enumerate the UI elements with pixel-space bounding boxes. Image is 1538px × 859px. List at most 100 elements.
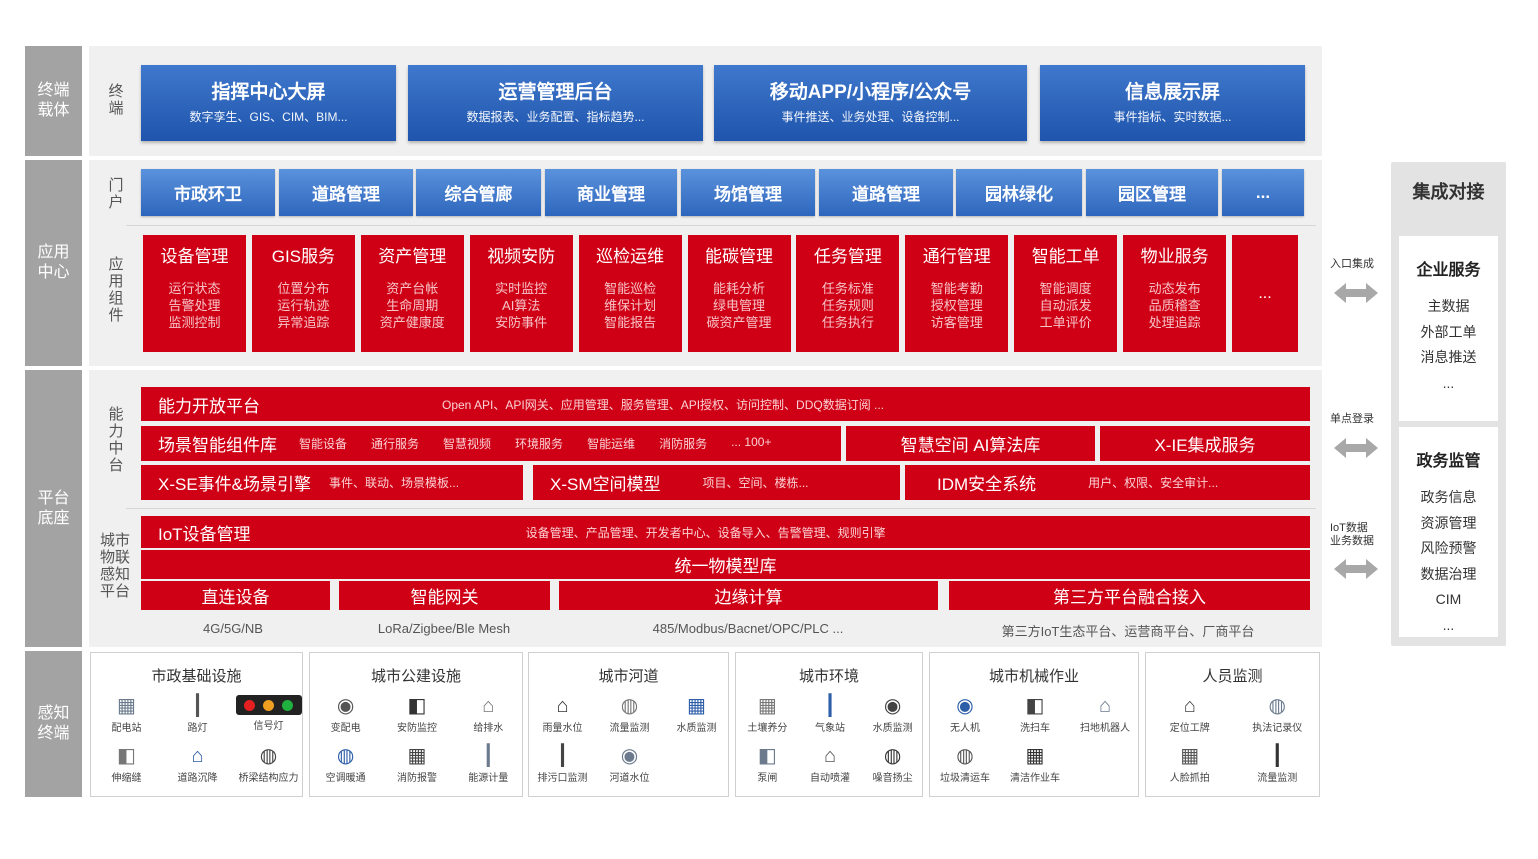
component-items: 能耗分析绿电管理碳资产管理 [688, 280, 791, 331]
component-card[interactable]: 资产管理资产台帐生命周期资产健康度 [360, 235, 464, 352]
sensing-device: ◉变配电 [310, 695, 381, 734]
sensing-device: ⌂给排水 [453, 695, 524, 734]
iot-mgmt-title: IoT设备管理 [158, 524, 251, 544]
terminal-subtitle: 事件推送、业务处理、设备控制... [781, 110, 960, 124]
protocol-label: LoRa/Zigbee/Ble Mesh [377, 621, 511, 636]
sensing-device-label: 扫地机器人 [1080, 723, 1130, 734]
portal-sub-label: 门 户 [108, 177, 124, 211]
device-icon: ▦ [687, 695, 706, 717]
device-icon: ◍ [336, 745, 355, 767]
gov-supervision-item: 数据治理 [1420, 565, 1477, 582]
terminal-subtitle: 事件指标、实时数据... [1113, 110, 1232, 124]
gov-supervision-item: 资源管理 [1420, 514, 1477, 531]
open-platform-bar: 能力开放平台 Open API、API网关、应用管理、服务管理、API授权、访问… [141, 387, 1310, 421]
sensing-device: ◍桥梁结构应力 [233, 745, 304, 784]
component-item: ... [1258, 285, 1272, 302]
component-item: 访客管理 [930, 315, 983, 330]
device-icon: ▦ [757, 695, 777, 717]
portal-tab[interactable]: 园区管理 [1086, 169, 1218, 216]
sensing-device-label: 变配电 [330, 723, 361, 734]
sensing-device-label: 空调暖通 [325, 773, 366, 784]
sensing-device: ◍噪音扬尘 [861, 745, 924, 784]
portal-tab[interactable]: 道路管理 [819, 169, 953, 216]
sensing-device-label: 垃圾清运车 [940, 773, 990, 784]
thing-model-title: 统一物模型库 [674, 557, 777, 576]
portal-tab[interactable]: 综合管廊 [416, 169, 541, 216]
sensing-device: ⌂道路沉降 [162, 745, 233, 784]
iot-mgmt-desc: 设备管理、产品管理、开发者中心、设备导入、告警管理、规则引擎 [525, 525, 886, 540]
access-method-bar: 第三方平台融合接入 [949, 581, 1310, 610]
enterprise-service-item: 主数据 [1427, 298, 1470, 314]
sensing-device: 信号灯 [233, 695, 304, 732]
xsm-bar: X-SM空间模型 项目、空间、楼栋... [533, 465, 900, 500]
portal-tab[interactable]: ... [1222, 169, 1304, 216]
device-icon: ▦ [407, 745, 427, 767]
component-title: GIS服务 [271, 247, 336, 266]
access-method-title: 直连设备 [201, 588, 270, 607]
component-item: 运行轨迹 [277, 298, 330, 313]
sensing-device: ◧伸缩缝 [91, 745, 162, 784]
component-card[interactable]: 巡检运维智能巡检维保计划智能报告 [578, 235, 682, 352]
component-item: 实时监控 [495, 281, 548, 296]
component-card[interactable]: ... [1232, 235, 1298, 352]
integration-arrow-label: 入口集成 [1330, 258, 1374, 270]
terminal-card[interactable]: 信息展示屏事件指标、实时数据... [1040, 65, 1305, 141]
xie-title: X-IE集成服务 [1154, 436, 1256, 455]
component-items: 动态发布品质稽查处理追踪 [1123, 280, 1226, 331]
scene-component-item: 智能运维 [587, 437, 636, 451]
portal-tab[interactable]: 市政环卫 [141, 169, 275, 216]
component-item: 智能调度 [1039, 281, 1092, 296]
sensing-device-label: 伸缩缝 [111, 773, 142, 784]
component-item: 任务标准 [821, 281, 874, 296]
terminal-card[interactable]: 移动APP/小程序/公众号事件推送、业务处理、设备控制... [714, 65, 1027, 141]
component-card[interactable]: GIS服务位置分布运行轨迹异常追踪 [251, 235, 355, 352]
sensing-device: ⌂扫地机器人 [1070, 695, 1140, 734]
sensing-device: ◉水质监测 [861, 695, 924, 734]
portal-tab[interactable]: 园林绿化 [956, 169, 1082, 216]
enterprise-service-title: 企业服务 [1416, 262, 1481, 279]
sensing-device: ┃能源计量 [453, 745, 524, 784]
sensing-category-box: 人员监测⌂定位工牌◍执法记录仪▦人脸抓拍┃流量监测 [1145, 652, 1320, 797]
terminal-card[interactable]: 运营管理后台数据报表、业务配置、指标趋势... [408, 65, 703, 141]
device-icon: ▦ [1180, 745, 1200, 767]
idm-desc: 用户、权限、安全审计... [1088, 476, 1219, 490]
portal-tab[interactable]: 商业管理 [545, 169, 677, 216]
sensing-category-title: 人员监测 [1202, 668, 1263, 685]
component-card[interactable]: 通行管理智能考勤授权管理访客管理 [905, 235, 1009, 352]
terminal-card[interactable]: 指挥中心大屏数字孪生、GIS、CIM、BIM... [141, 65, 396, 141]
sensing-device-label: 噪音扬尘 [872, 773, 913, 784]
component-title: 设备管理 [160, 247, 229, 266]
portal-tab[interactable]: 道路管理 [279, 169, 413, 216]
device-icon: ◉ [956, 695, 974, 717]
sensing-device-label: 消防报警 [396, 773, 437, 784]
sensing-category-title: 城市环境 [798, 668, 859, 685]
component-item: 智能巡检 [604, 281, 657, 296]
component-item: 安防事件 [495, 315, 548, 330]
sensing-device-label: 道路沉降 [177, 773, 218, 784]
device-icon: ┃ [556, 745, 569, 767]
component-card[interactable]: 智能工单智能调度自动派发工单评价 [1014, 235, 1118, 352]
protocol-label: 4G/5G/NB [203, 621, 263, 636]
component-card[interactable]: 设备管理运行状态告警处理监测控制 [143, 235, 246, 352]
double-arrow-icon [1326, 435, 1386, 466]
device-icon: ┃ [191, 695, 204, 717]
component-card[interactable]: 物业服务动态发布品质稽查处理追踪 [1123, 235, 1227, 352]
component-title: 任务管理 [813, 247, 882, 266]
enterprise-service-item: 外部工单 [1420, 323, 1477, 340]
component-sub-label: 应 用 组 件 [108, 256, 124, 324]
component-card[interactable]: 任务管理任务标准任务规则任务执行 [796, 235, 900, 352]
component-item: 品质稽查 [1148, 298, 1201, 313]
sensing-device-label: 执法记录仪 [1252, 723, 1303, 734]
integration-arrow-label: 单点登录 [1330, 413, 1374, 425]
sensing-device-label: 配电站 [111, 723, 142, 734]
sensing-category-title: 城市公建设施 [370, 668, 461, 685]
component-card[interactable]: 能碳管理能耗分析绿电管理碳资产管理 [687, 235, 791, 352]
component-item: 运行状态 [168, 281, 221, 296]
access-method-bar: 智能网关 [339, 581, 550, 610]
sensing-category-box: 市政基础设施▦配电站┃路灯信号灯◧伸缩缝⌂道路沉降◍桥梁结构应力 [90, 652, 303, 797]
scene-component-item: 通行服务 [371, 437, 420, 451]
divider [126, 225, 1316, 226]
sensing-device: ▦土壤养分 [736, 695, 799, 734]
portal-tab[interactable]: 场馆管理 [681, 169, 815, 216]
